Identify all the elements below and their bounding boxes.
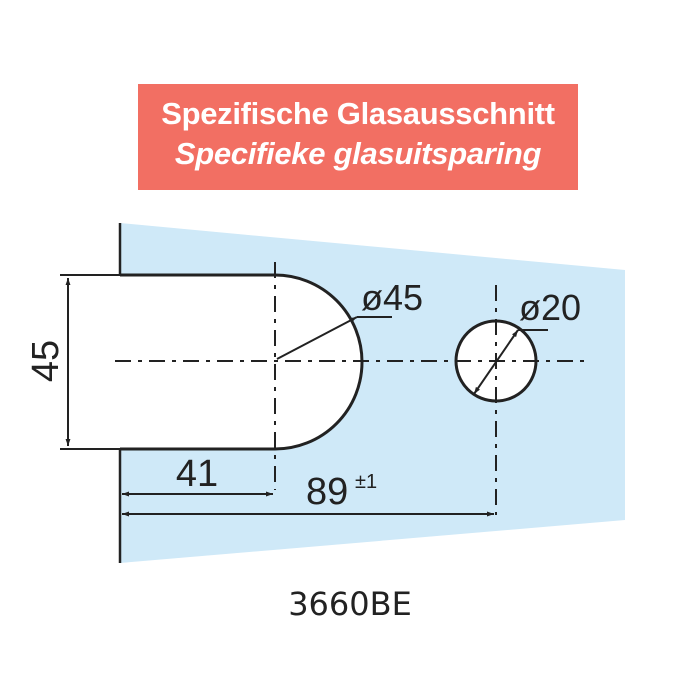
title-dutch: Specifieke glasuitsparing: [174, 136, 542, 171]
product-model: 3660BE: [288, 585, 412, 623]
hole-distance-tolerance: ±1: [355, 471, 377, 493]
cutout-diameter-label: ø45: [361, 277, 423, 318]
height-label: 45: [25, 340, 67, 382]
hole-diameter-label: ø20: [519, 287, 581, 328]
cutout-diameter-leader: [276, 316, 358, 360]
hole-distance-value: 89: [306, 471, 348, 513]
title-german: Spezifische Glasausschnitt: [161, 96, 555, 131]
depth-label: 41: [176, 453, 218, 495]
hole-diameter-leader: [473, 329, 519, 395]
hole-distance-label: 89: [306, 471, 348, 513]
title-banner: Spezifische Glasausschnitt Specifieke gl…: [138, 84, 578, 190]
